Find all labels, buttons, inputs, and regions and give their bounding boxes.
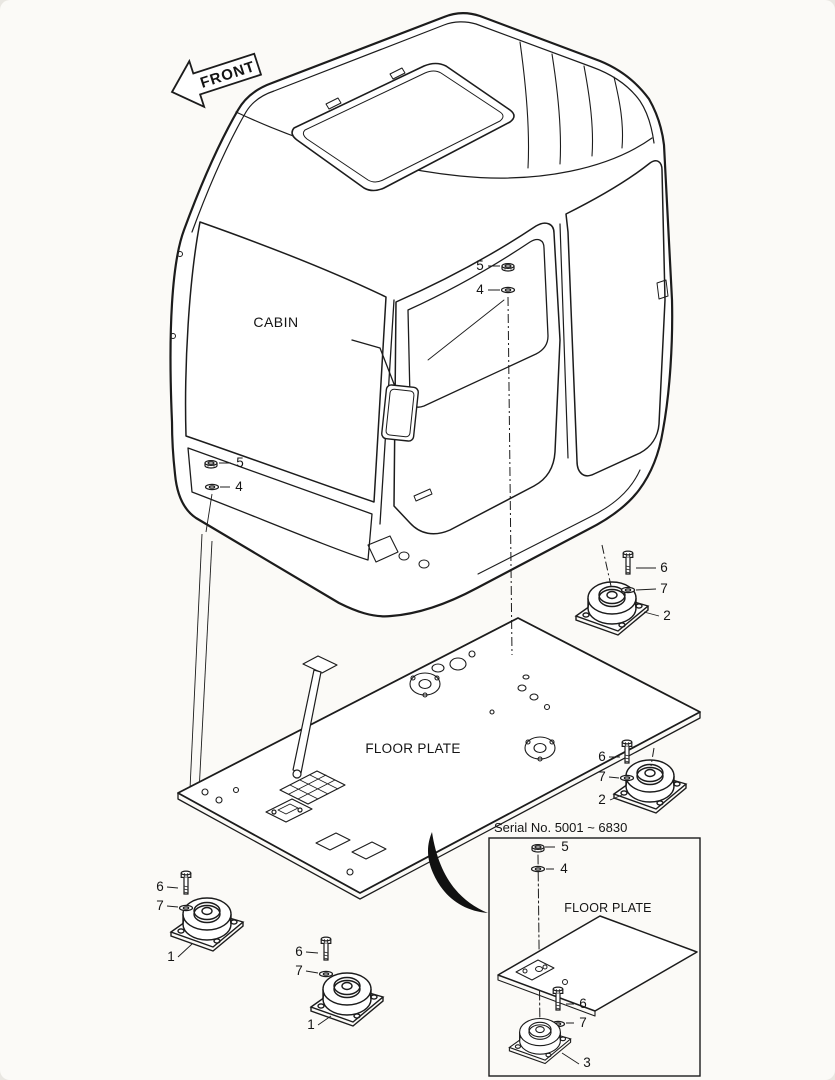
callout-4-upper: 4 — [476, 282, 484, 297]
viscous-mount-2-right — [613, 759, 687, 814]
front-lower-window — [187, 447, 373, 561]
inset-serial-label: Serial No. 5001 ~ 6830 — [494, 820, 627, 835]
viscous-mount-1-center — [310, 972, 384, 1027]
mount-seat — [524, 736, 556, 762]
callout-4-windshield: 4 — [235, 479, 243, 494]
pedal-assembly — [265, 655, 346, 823]
alignment-line — [198, 540, 213, 793]
callout-6-mount-d: 6 — [295, 944, 303, 959]
inset-floor-plate-outline — [497, 915, 698, 1012]
step-pocket — [367, 535, 399, 563]
mount-seat — [409, 672, 441, 698]
callout-5-upper: 5 — [476, 258, 484, 273]
cabin-assembly: CABIN — [169, 12, 674, 618]
centerline — [601, 544, 612, 587]
callout-1-mount-c: 1 — [167, 949, 175, 964]
inset-floor-plate-label: FLOOR PLATE — [564, 901, 651, 915]
callout-6-mount-a: 6 — [660, 560, 668, 575]
floor-plate-label: FLOOR PLATE — [365, 741, 460, 756]
inset-serial-variant: Serial No. 5001 ~ 6830 FL — [488, 820, 701, 1077]
bolt-6-mount-c — [180, 870, 192, 895]
inset-bracket-hole — [522, 968, 528, 974]
centerline — [650, 747, 655, 767]
inset-border — [488, 837, 701, 1077]
cabin-outline — [169, 12, 674, 618]
callout-4-inset: 4 — [560, 861, 568, 876]
callout-7-mount-b: 7 — [598, 769, 606, 784]
nut-5-inset — [531, 843, 545, 853]
alignment-line — [205, 493, 213, 533]
bolt-6-mount-d — [320, 936, 332, 961]
washer-4-windshield — [204, 483, 220, 491]
inset-centerline — [537, 854, 541, 1033]
floor-hole — [398, 551, 410, 561]
floor-hole — [418, 559, 430, 569]
callout-6-mount-b: 6 — [598, 749, 606, 764]
washer-4-upper — [500, 286, 516, 294]
roof-inner-edge — [191, 21, 655, 233]
roof-skylight-inner — [302, 70, 504, 183]
leader-lines — [166, 265, 660, 1026]
quarter-window — [565, 160, 666, 477]
interior-leader — [427, 299, 505, 361]
callout-6-mount-c: 6 — [156, 879, 164, 894]
inset-bracket-hole — [542, 964, 548, 970]
callout-7-mount-c: 7 — [156, 898, 164, 913]
front-arrow-shape — [170, 52, 263, 109]
inset-floor-plate-thickness — [497, 974, 596, 1017]
b-pillar — [559, 223, 569, 459]
skylight-hinges — [325, 67, 406, 110]
washer-4-inset — [530, 865, 546, 873]
washer-7-mount-b — [619, 774, 635, 782]
callout-2-mount-b: 2 — [598, 792, 606, 807]
washer-7-mount-c — [178, 904, 194, 912]
callout-1-mount-d: 1 — [307, 1017, 315, 1032]
cab-base-inner — [477, 469, 641, 575]
nut-5-upper — [501, 263, 515, 272]
detail-swoosh-arrow — [428, 832, 488, 913]
centerlines — [507, 296, 655, 767]
callout-6-inset: 6 — [579, 996, 587, 1011]
inset-leader-lines — [545, 846, 580, 1065]
door-handle — [413, 488, 433, 502]
inset-plate-hole — [562, 979, 568, 985]
floor-plate-thickness — [177, 711, 701, 900]
callout-3-inset: 3 — [583, 1055, 591, 1070]
floor-plate-assembly: FLOOR PLATE — [177, 617, 701, 900]
inset-plate-hole — [535, 966, 543, 972]
pillar-hinge — [177, 251, 183, 257]
washer-7-mount-d — [318, 970, 334, 978]
rear-latch — [656, 279, 669, 300]
washer-7-mount-a — [620, 586, 636, 594]
pillar-hinge — [170, 333, 176, 339]
callout-2-mount-a: 2 — [663, 608, 671, 623]
mirror-arm — [351, 339, 395, 385]
bolt-6-mount-a — [622, 550, 634, 575]
door-window — [407, 238, 549, 408]
alignment-line — [189, 533, 203, 790]
roof-skylight — [291, 62, 515, 192]
callout-5-windshield: 5 — [236, 455, 244, 470]
nut-5-windshield — [204, 460, 218, 469]
centerline — [507, 296, 513, 656]
plate-holes — [201, 650, 551, 876]
alignment-lines — [189, 493, 213, 793]
side-door — [393, 222, 561, 535]
cabin-label: CABIN — [253, 314, 298, 330]
callout-7-mount-d: 7 — [295, 963, 303, 978]
mirror — [381, 384, 419, 442]
windshield — [184, 221, 387, 503]
callout-7-inset: 7 — [579, 1015, 587, 1030]
callout-5-inset: 5 — [561, 839, 569, 854]
callout-labels: 5 4 5 4 6 7 2 6 7 2 6 7 1 6 7 1 — [156, 258, 671, 1032]
roof-ribs — [519, 41, 624, 169]
plate-slots — [315, 832, 387, 860]
inset-bracket — [515, 959, 555, 981]
callout-7-mount-a: 7 — [660, 581, 668, 596]
